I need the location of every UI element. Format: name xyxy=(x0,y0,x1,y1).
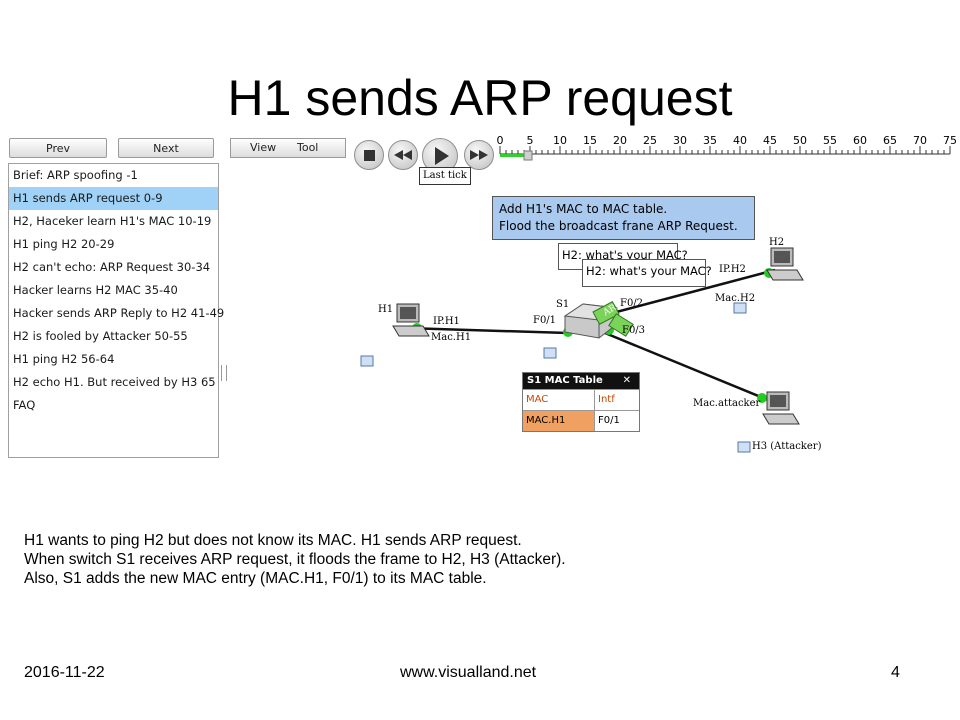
timeline-tick-label: 0 xyxy=(497,134,504,147)
list-item[interactable]: H2 echo H1. But received by H3 65 xyxy=(13,375,216,389)
timeline-tick-label: 40 xyxy=(733,134,747,147)
description-line-1: H1 wants to ping H2 but does not know it… xyxy=(24,532,522,549)
link-s1-h2 xyxy=(604,268,776,317)
callout-line-2: Flood the broadcast frane ARP Request. xyxy=(499,219,738,233)
timeline-tick-label: 50 xyxy=(793,134,807,147)
h3-computer-icon[interactable] xyxy=(762,391,800,425)
timeline-tick-label: 45 xyxy=(763,134,777,147)
link-h1-s1 xyxy=(404,326,569,335)
close-icon[interactable]: ✕ xyxy=(622,375,631,386)
port-h3-dot xyxy=(757,393,767,403)
timeline-tick-label: 65 xyxy=(883,134,897,147)
footer-date: 2016-11-22 xyxy=(24,664,105,681)
slide-description: H1 wants to ping H2 but does not know it… xyxy=(24,531,566,588)
list-item[interactable]: Hacker sends ARP Reply to H2 41-49 xyxy=(13,306,225,320)
switch-action-callout: Add H1's MAC to MAC table. Flood the bro… xyxy=(492,196,755,240)
rewind-button[interactable] xyxy=(388,140,418,170)
list-item[interactable]: H2 can't echo: ARP Request 30-34 xyxy=(13,260,211,274)
timeline-thumb[interactable] xyxy=(523,150,533,161)
list-item[interactable]: H2 is fooled by Attacker 50-55 xyxy=(13,329,188,343)
list-item[interactable]: H2, Haceker learn H1's MAC 10-19 xyxy=(13,214,212,228)
h3-table-icon[interactable] xyxy=(737,441,751,453)
h2-computer-icon[interactable] xyxy=(766,247,804,281)
list-item[interactable]: FAQ xyxy=(13,398,36,412)
h2-label: H2 xyxy=(769,237,785,248)
network-diagram xyxy=(360,247,804,453)
timeline-tick-label: 30 xyxy=(673,134,687,147)
last-tick-tooltip: Last tick xyxy=(419,167,471,185)
intf-cell: F0/1 xyxy=(598,415,620,426)
mac-table-title: S1 MAC Table xyxy=(527,375,603,386)
prev-button[interactable]: Prev xyxy=(9,138,107,158)
h2-ip-label: IP.H2 xyxy=(719,264,746,275)
next-button[interactable]: Next xyxy=(118,138,214,158)
view-tab[interactable]: View xyxy=(250,141,277,154)
s1-mac-table: S1 MAC Table ✕ MAC Intf MAC.H1 F0/1 xyxy=(522,372,640,432)
timeline-tick-label: 75 xyxy=(943,134,957,147)
port-f01-label: F0/1 xyxy=(533,315,557,326)
list-item[interactable]: Brief: ARP spoofing -1 xyxy=(13,168,138,182)
list-item[interactable]: H1 ping H2 20-29 xyxy=(13,237,115,251)
table-row: MAC.H1 F0/1 xyxy=(523,410,639,431)
description-line-2: When switch S1 receives ARP request, it … xyxy=(24,551,566,568)
mac-table-column-header: MAC Intf xyxy=(523,389,639,410)
port-f03-label: F0/3 xyxy=(622,325,646,336)
h1-ip-label: IP.H1 xyxy=(433,316,460,327)
list-item[interactable]: H1 sends ARP request 0-9 xyxy=(9,187,218,210)
timeline-tick-label: 5 xyxy=(527,134,534,147)
timeline-tick-label: 15 xyxy=(583,134,597,147)
timeline-tick-label: 20 xyxy=(613,134,627,147)
lesson-list: Brief: ARP spoofing -1 H1 sends ARP reque… xyxy=(8,163,225,458)
timeline-tick-label: 60 xyxy=(853,134,867,147)
h1-table-icon[interactable] xyxy=(360,355,374,367)
h2-table-icon[interactable] xyxy=(733,302,747,314)
timeline-tick-label: 55 xyxy=(823,134,837,147)
link-s1-h3 xyxy=(604,331,774,404)
callout-line-1: Add H1's MAC to MAC table. xyxy=(499,202,668,216)
timeline-progress xyxy=(500,154,524,157)
intf-column-header: Intf xyxy=(598,394,615,405)
footer-site: www.visualland.net xyxy=(400,664,537,681)
h3-label: H3 (Attacker) xyxy=(752,441,822,452)
h2-mac-label: Mac.H2 xyxy=(715,293,756,304)
timeline-tick-label: 70 xyxy=(913,134,927,147)
panel-resize-handle[interactable] xyxy=(221,365,227,381)
page-number: 4 xyxy=(891,664,900,681)
h1-mac-label: Mac.H1 xyxy=(431,332,472,343)
mac-cell: MAC.H1 xyxy=(523,411,595,431)
h1-label: H1 xyxy=(378,304,394,315)
timeline-tick-label: 25 xyxy=(643,134,657,147)
timeline-tick-label: 35 xyxy=(703,134,717,147)
stop-icon xyxy=(364,150,375,161)
slide-title: H1 sends ARP request xyxy=(227,70,733,126)
mac-column-header: MAC xyxy=(523,390,595,410)
timeline-slider[interactable]: 0 5 10 15 20 25 30 35 40 45 50 55 60 65 70 75 xyxy=(495,132,957,164)
arp-packet-icon xyxy=(592,300,634,337)
h3-mac-label: Mac.attacker xyxy=(693,398,761,409)
view-tool-bar xyxy=(230,138,346,158)
mac-table-header: S1 MAC Table ✕ xyxy=(523,373,639,389)
description-line-3: Also, S1 adds the new MAC entry (MAC.H1,… xyxy=(24,570,487,587)
s1-label: S1 xyxy=(556,299,570,310)
stop-button[interactable] xyxy=(354,140,384,170)
list-item[interactable]: H1 ping H2 56-64 xyxy=(13,352,115,366)
timeline-tick-label: 10 xyxy=(553,134,567,147)
h1-computer-icon[interactable] xyxy=(392,303,430,337)
port-f02-label: F0/2 xyxy=(620,298,644,309)
play-icon xyxy=(435,147,449,165)
s1-table-icon[interactable] xyxy=(543,347,557,359)
list-item[interactable]: Hacker learns H2 MAC 35-40 xyxy=(13,283,178,297)
fast-forward-icon xyxy=(470,150,488,160)
fast-forward-button[interactable] xyxy=(464,140,494,170)
arp-request-callout-front: H2: what's your MAC? xyxy=(582,259,712,287)
rewind-icon xyxy=(394,150,412,160)
tool-tab[interactable]: Tool xyxy=(297,141,319,154)
